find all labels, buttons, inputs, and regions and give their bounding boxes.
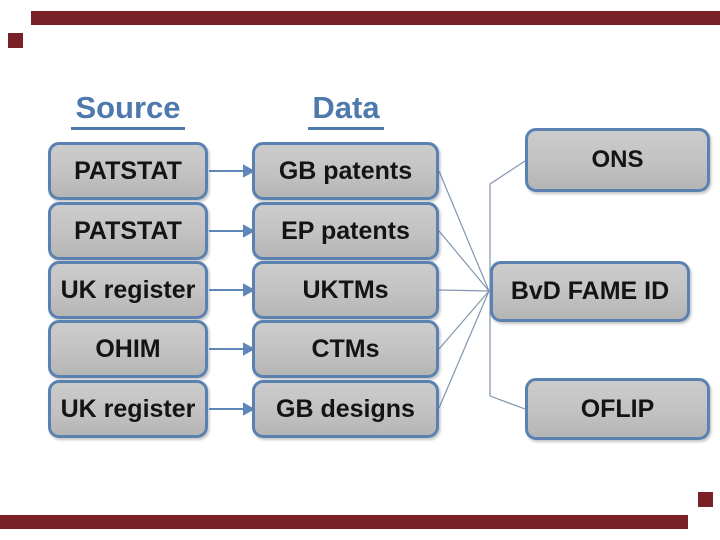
data-box-gb-designs: GB designs [252,380,439,438]
data-box-gb-patents: GB patents [252,142,439,200]
data-box-ep-patents: EP patents [252,202,439,260]
source-column-header: Source [40,90,216,130]
output-box-label: OFLIP [580,394,655,423]
connector-uktms-bvd [438,289,490,292]
connector-spine-ons [489,160,526,185]
arrow-head-row3 [243,283,256,297]
accent-bar-bottom [0,515,688,529]
output-box-label: BvD FAME ID [510,277,670,305]
source-box-ohim: OHIM [48,320,208,378]
data-box-label: GB patents [278,156,413,185]
connector-gbdesigns-bvd [438,290,490,409]
data-box-ctms: CTMs [252,320,439,378]
source-box-uk-register-1: UK register [48,261,208,319]
accent-bar-top [31,11,720,25]
connector-eppatents-bvd [438,230,490,292]
data-column-header: Data [258,90,434,130]
connector-gbpatents-bvd [438,170,490,292]
source-box-label: UK register [60,275,196,304]
data-box-label: UKTMs [302,275,389,304]
source-box-uk-register-2: UK register [48,380,208,438]
fan-lines-to-bvd [438,170,490,409]
source-box-label: UK register [60,394,196,423]
arrow-head-row2 [243,224,256,238]
source-to-data-arrows [209,164,256,416]
arrow-head-row4 [243,342,256,356]
accent-square-top-left [8,33,23,48]
source-box-label: PATSTAT [74,156,182,185]
output-box-oflip: OFLIP [525,378,710,440]
data-header-label: Data [308,90,384,130]
source-box-label: PATSTAT [74,216,182,245]
source-box-patstat-2: PATSTAT [48,202,208,260]
connector-ctms-bvd [438,290,490,350]
data-box-uktms: UKTMs [252,261,439,319]
data-box-label: GB designs [276,394,415,423]
accent-square-bottom-right [698,492,713,507]
data-box-label: EP patents [281,216,410,245]
source-header-label: Source [71,90,185,130]
connector-spine-oflip [489,395,526,410]
source-box-label: OHIM [95,334,161,363]
arrow-head-row1 [243,164,256,178]
output-box-label: ONS [591,146,644,173]
arrow-head-row5 [243,402,256,416]
output-box-ons: ONS [525,128,710,192]
data-box-label: CTMs [311,334,380,363]
source-box-patstat-1: PATSTAT [48,142,208,200]
output-box-bvd-fame-id: BvD FAME ID [490,261,690,322]
